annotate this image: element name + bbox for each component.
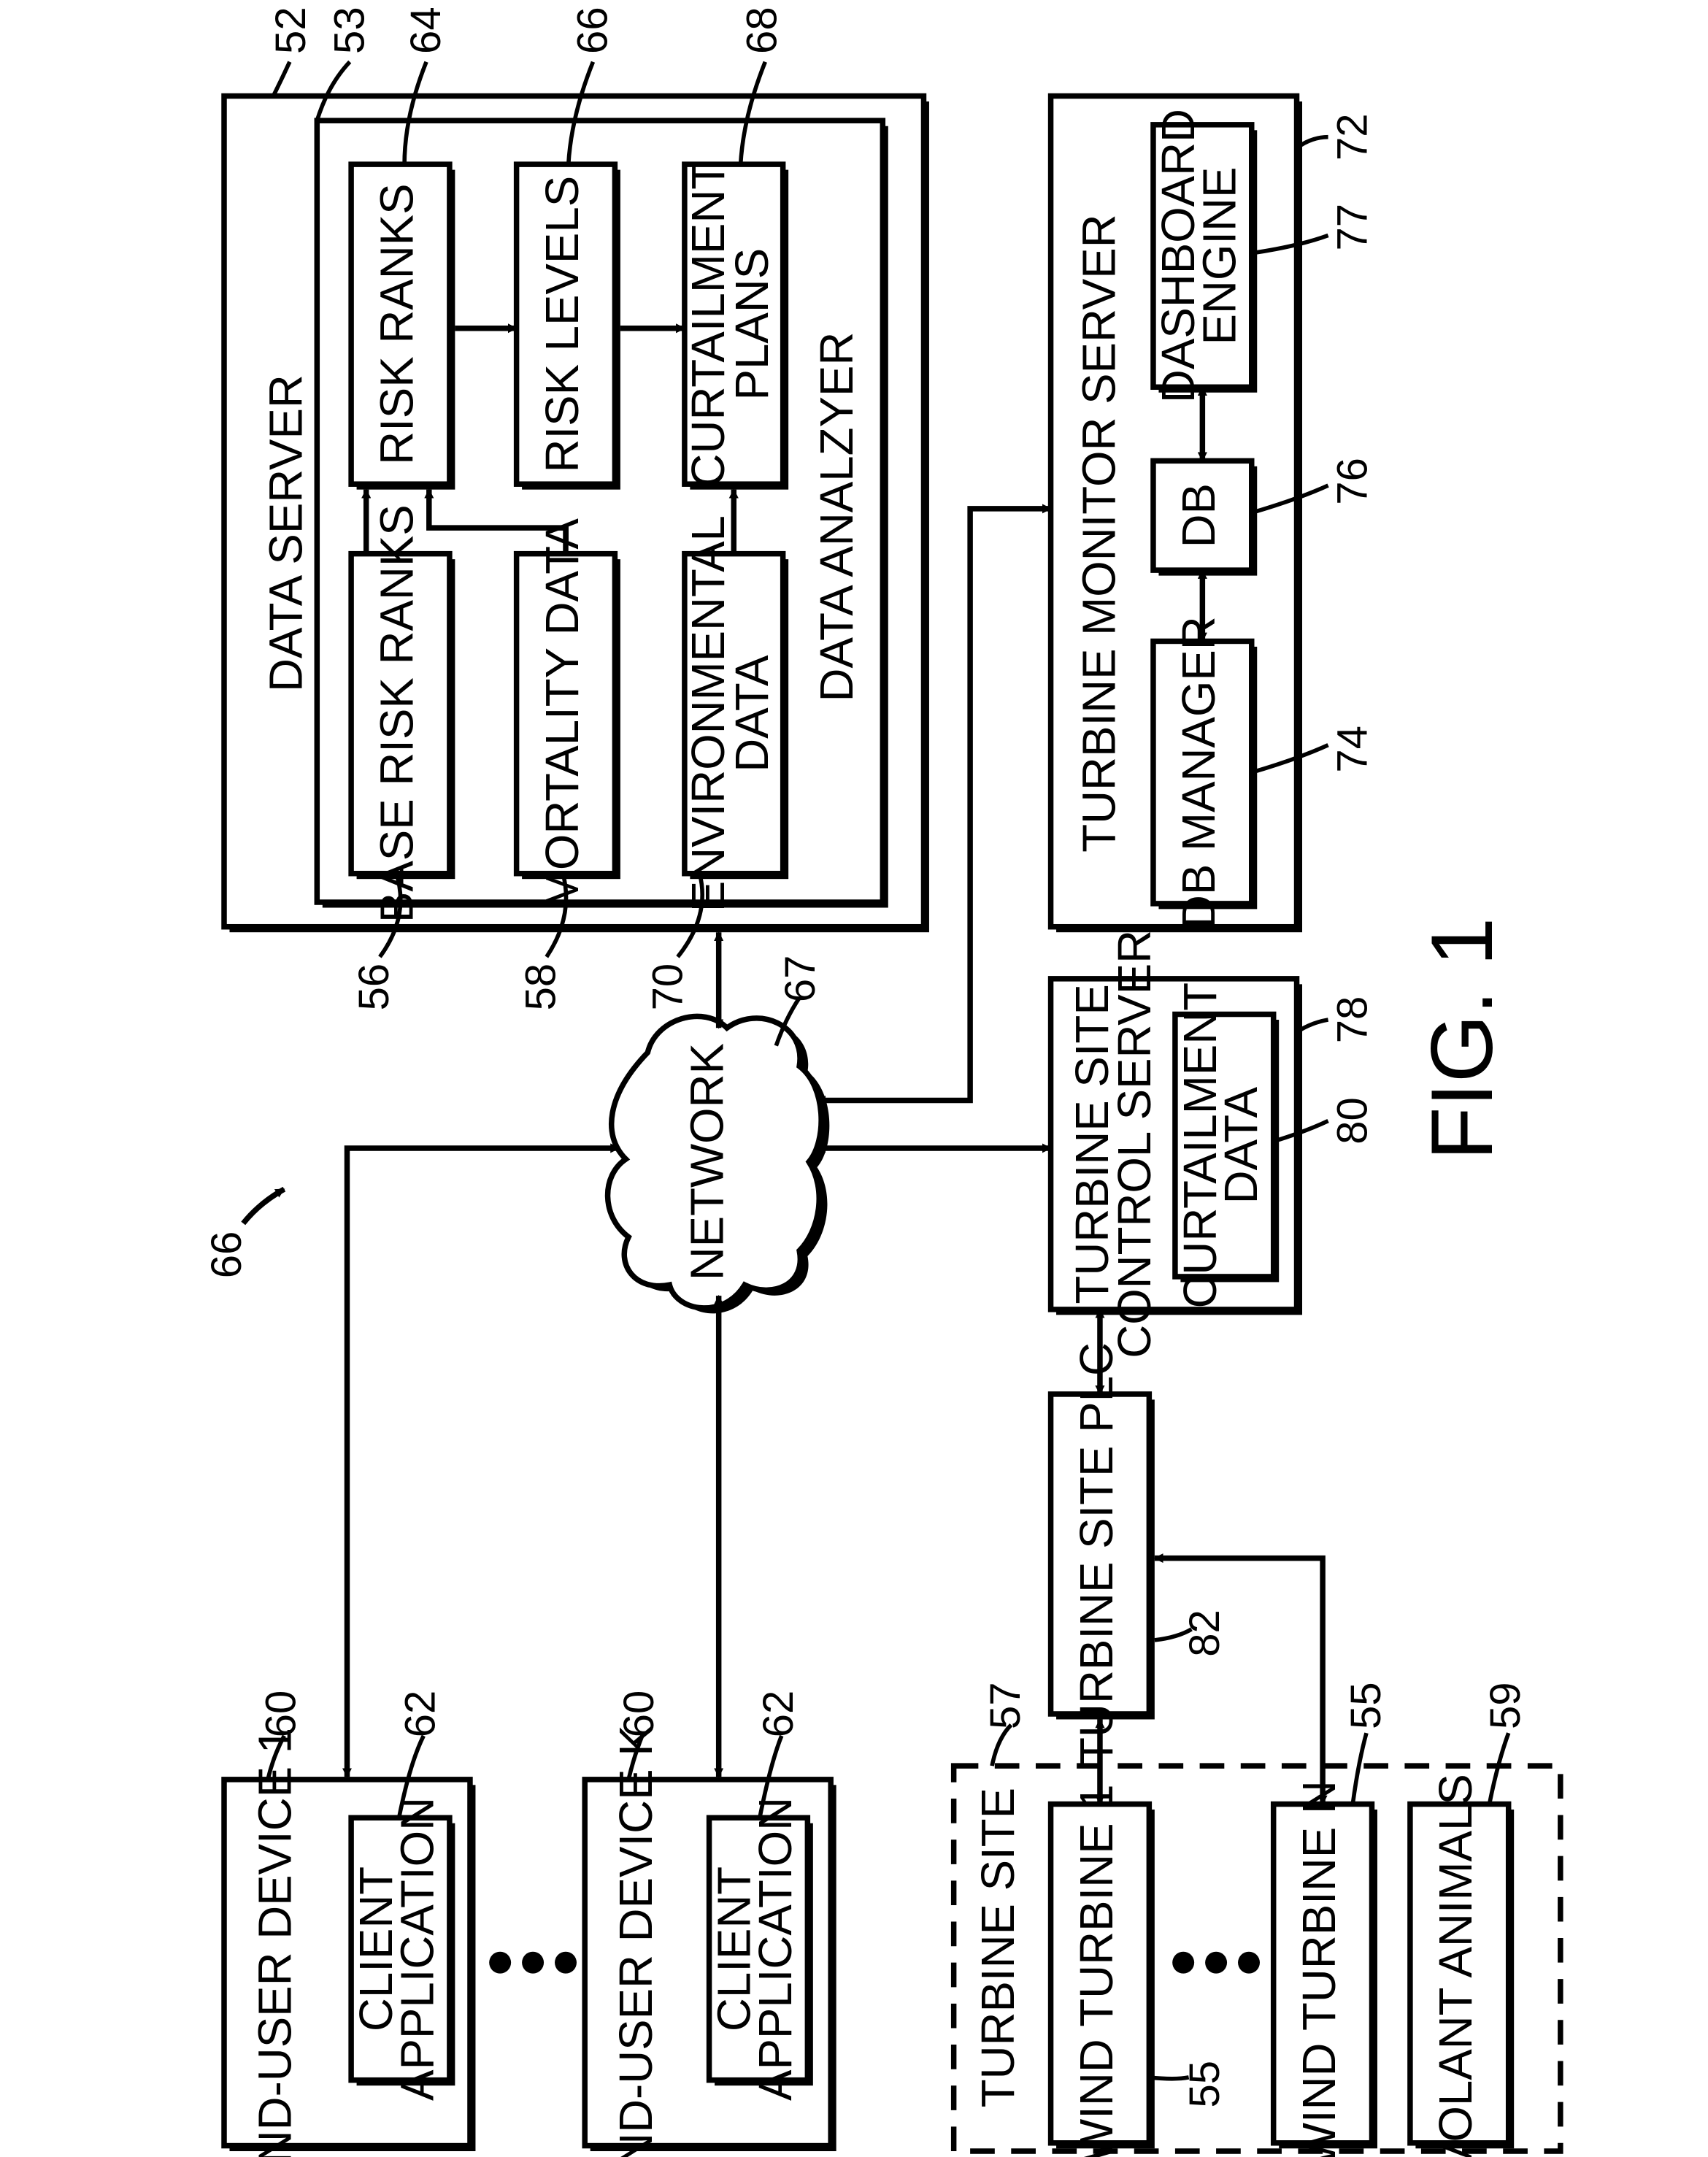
ellipsis-dot	[555, 1952, 577, 1974]
ref-66: 66	[569, 7, 617, 54]
ellipsis-dot	[1205, 1952, 1227, 1974]
client-application-k: CLIENT APPLICATION	[709, 1797, 813, 2101]
ref-78: 78	[1328, 996, 1376, 1044]
leader-57	[992, 1725, 1011, 1766]
db-label: DB	[1173, 483, 1225, 547]
ref-55-turbine1: 55	[1181, 2061, 1228, 2108]
data-analyzer-title: DATA ANALZYER	[811, 332, 863, 702]
turbine-monitor-server: TURBINE MONITOR SERVER DB MANAGER DB DAS…	[1051, 96, 1302, 933]
turbine-site-plc: TURBINE SITE PLC	[1051, 1342, 1155, 1766]
wind-turbine-1-label: WIND TURBINE 1	[1071, 1784, 1123, 2157]
wind-turbine-1: WIND TURBINE 1	[1051, 1784, 1155, 2157]
curtailment-plans-label-line2: PLANS	[726, 248, 778, 401]
turbine-site: TURBINE SITE WIND TURBINE 1 WIND TURBINE…	[954, 1766, 1561, 2157]
turbine-monitor-server-title: TURBINE MONITOR SERVER	[1074, 214, 1126, 852]
curtailment-data-label-line2: DATA	[1215, 1087, 1267, 1204]
risk-ranks-label: RISK RANKS	[371, 183, 423, 464]
risk-levels-label: RISK LEVELS	[536, 176, 588, 473]
ref-80: 80	[1328, 1097, 1376, 1145]
mortality-data-block: MORTALITY DATA	[517, 518, 620, 910]
ref-53: 53	[326, 7, 373, 54]
ref-77: 77	[1328, 204, 1376, 251]
end-user-device-k: END-USER DEVICE K CLIENT APPLICATION	[585, 1725, 836, 2157]
base-risk-ranks-block: BASE RISK RANKS	[351, 504, 455, 923]
risk-levels-block: RISK LEVELS	[517, 164, 620, 490]
ref-64: 64	[402, 7, 450, 54]
ref-70: 70	[644, 964, 691, 1011]
pointer-66-system	[243, 1189, 284, 1223]
environmental-data-label-line2: DATA	[726, 655, 778, 772]
plc-label: TURBINE SITE PLC	[1071, 1342, 1123, 1766]
ellipsis-turbines	[1172, 1952, 1260, 1974]
ref-56: 56	[350, 964, 398, 1011]
ref-58: 58	[517, 964, 564, 1011]
turbine-site-title: TURBINE SITE	[972, 1788, 1024, 2107]
dashboard-engine-block: DASHBOARD ENGINE	[1153, 109, 1257, 403]
arrow-device1-network	[347, 1148, 619, 1777]
ellipsis-devices	[489, 1952, 577, 1974]
turbine-site-control-server: TURBINE SITE CONTROL SERVER CURTAILMENT …	[1051, 930, 1302, 1358]
end-user-device-k-title: END-USER DEVICE K	[610, 1725, 662, 2157]
ref-60-device1: 60	[258, 1691, 305, 1738]
db-manager-block: DB MANAGER	[1153, 616, 1257, 928]
risk-ranks-block: RISK RANKS	[351, 164, 455, 490]
data-server: DATA SERVER DATA ANALZYER BASE RISK RANK…	[224, 96, 929, 933]
base-risk-ranks-label: BASE RISK RANKS	[371, 504, 423, 923]
curtailment-data-block: CURTAILMENT DATA	[1174, 983, 1279, 1309]
client-application-1: CLIENT APPLICATION	[350, 1797, 455, 2101]
network-cloud: NETWORK	[608, 1016, 830, 1313]
ref-72: 72	[1328, 113, 1376, 161]
environmental-data-block: ENVIRONMENTAL DATA	[682, 515, 788, 912]
db-block: DB	[1153, 461, 1257, 575]
client-application-k-line2: APPLICATION	[750, 1797, 801, 2101]
ref-76: 76	[1328, 458, 1376, 505]
end-user-device-1-title: END-USER DEVICE 1	[250, 1728, 301, 2157]
ref-57: 57	[982, 1682, 1029, 1729]
ref-62-devicek: 62	[755, 1691, 802, 1738]
leader-52	[273, 62, 289, 96]
control-server-title-line2: CONTROL SERVER	[1109, 930, 1161, 1358]
ref-66-system: 66	[203, 1231, 250, 1279]
ellipsis-dot	[1172, 1952, 1194, 1974]
dashboard-engine-label-line2: ENGINE	[1193, 167, 1245, 345]
ellipsis-dot	[1238, 1952, 1260, 1974]
data-analyzer: DATA ANALZYER BASE RISK RANKS MORTALITY …	[317, 120, 888, 923]
ref-55-turbinen: 55	[1342, 1682, 1390, 1729]
ref-52: 52	[267, 7, 315, 54]
data-server-title: DATA SERVER	[261, 374, 312, 692]
ref-62-device1: 62	[397, 1691, 445, 1738]
ref-82: 82	[1181, 1610, 1228, 1657]
ref-68: 68	[739, 7, 786, 54]
ellipsis-dot	[522, 1952, 544, 1974]
ref-59: 59	[1482, 1682, 1529, 1729]
ref-74: 74	[1328, 726, 1376, 773]
ref-67: 67	[777, 956, 824, 1003]
network-label: NETWORK	[681, 1043, 733, 1280]
db-manager-label: DB MANAGER	[1173, 616, 1225, 928]
volant-animals: VOLANT ANIMALS	[1410, 1774, 1514, 2157]
wind-turbine-n-label: WIND TURBINE N	[1293, 1780, 1345, 2157]
mortality-data-label: MORTALITY DATA	[536, 518, 588, 910]
client-application-1-line2: APPLICATION	[391, 1797, 443, 2101]
curtailment-plans-block: CURTAILMENT PLANS	[682, 161, 788, 490]
wind-turbine-n: WIND TURBINE N	[1274, 1780, 1377, 2157]
figure-label: FIG. 1	[1414, 918, 1511, 1161]
ref-60-devicek: 60	[615, 1691, 663, 1738]
ellipsis-dot	[489, 1952, 511, 1974]
end-user-device-1: END-USER DEVICE 1 CLIENT APPLICATION	[224, 1728, 475, 2157]
volant-animals-label: VOLANT ANIMALS	[1430, 1774, 1482, 2157]
